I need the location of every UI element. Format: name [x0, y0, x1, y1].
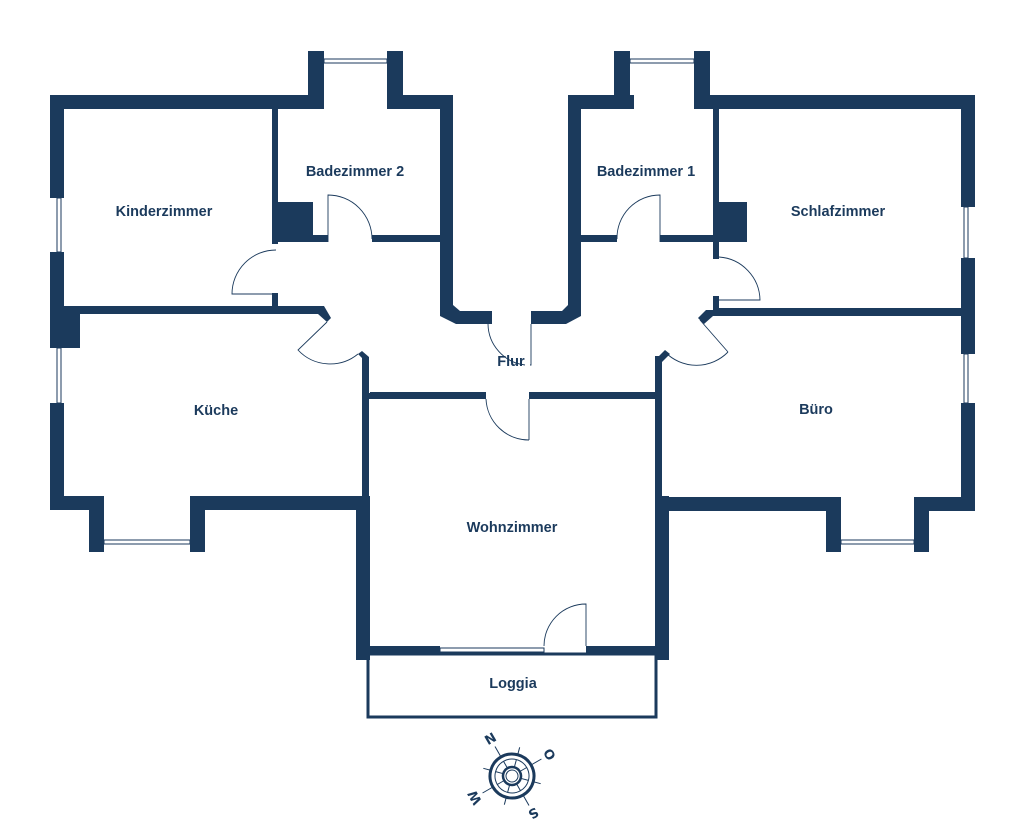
room-label-kueche: Küche: [194, 403, 238, 419]
room-label-schlafzimmer: Schlafzimmer: [791, 204, 886, 220]
room-label-badezimmer-2: Badezimmer 2: [306, 164, 404, 180]
room-label-loggia: Loggia: [489, 676, 537, 692]
loggia-outline: [366, 652, 658, 719]
room-labels: Kinderzimmer Badezimmer 2 Badezimmer 1 S…: [116, 164, 886, 692]
room-label-kinderzimmer: Kinderzimmer: [116, 204, 213, 220]
room-label-wohnzimmer: Wohnzimmer: [467, 520, 558, 536]
room-label-badezimmer-1: Badezimmer 1: [597, 164, 695, 180]
room-label-flur: Flur: [497, 354, 525, 370]
windows: [56, 58, 969, 653]
doors: [231, 194, 761, 647]
compass-south: S: [525, 804, 541, 822]
compass-rose-icon: N O S W: [466, 730, 558, 822]
compass-north: N: [483, 730, 500, 748]
room-label-buero: Büro: [799, 402, 833, 418]
walls: [50, 51, 975, 660]
compass-east: O: [539, 746, 558, 763]
compass-west: W: [466, 787, 486, 807]
